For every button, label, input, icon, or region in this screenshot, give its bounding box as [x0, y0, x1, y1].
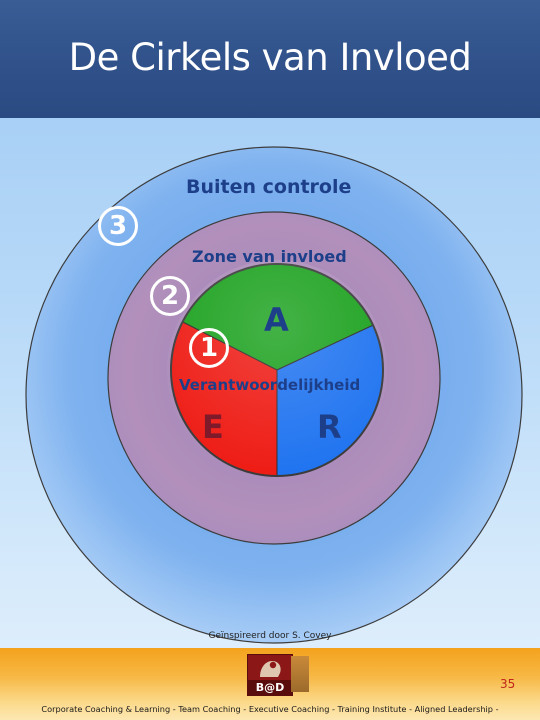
segment-letter-r: R — [317, 408, 342, 446]
logo-text: B@D — [248, 680, 292, 695]
number-badge-3: 3 — [98, 206, 138, 246]
page-title: De Cirkels van Invloed — [68, 36, 472, 79]
header-bar: De Cirkels van Invloed — [0, 0, 540, 118]
segment-letter-e: E — [202, 408, 224, 446]
pie-shine — [167, 260, 387, 480]
middle-label: Zone van invloed — [192, 247, 347, 266]
footer-tagline: Corporate Coaching & Learning - Team Coa… — [41, 704, 499, 714]
circles-svg — [25, 146, 523, 644]
credit-text: Geïnspireerd door S. Covey — [208, 631, 332, 641]
company-logo: B@D — [247, 654, 293, 696]
logo-side-strip — [291, 656, 309, 692]
number-badge-1: 1 — [189, 328, 229, 368]
segment-letter-a: A — [264, 301, 289, 339]
number-badge-2: 2 — [150, 276, 190, 316]
circles-diagram: Buiten controle Zone van invloed Verantw… — [0, 118, 540, 648]
inner-label: Verantwoordelijkheid — [179, 376, 361, 394]
page-number: 35 — [500, 677, 516, 691]
logo-figure-icon — [248, 655, 292, 680]
outer-label: Buiten controle — [186, 176, 352, 198]
